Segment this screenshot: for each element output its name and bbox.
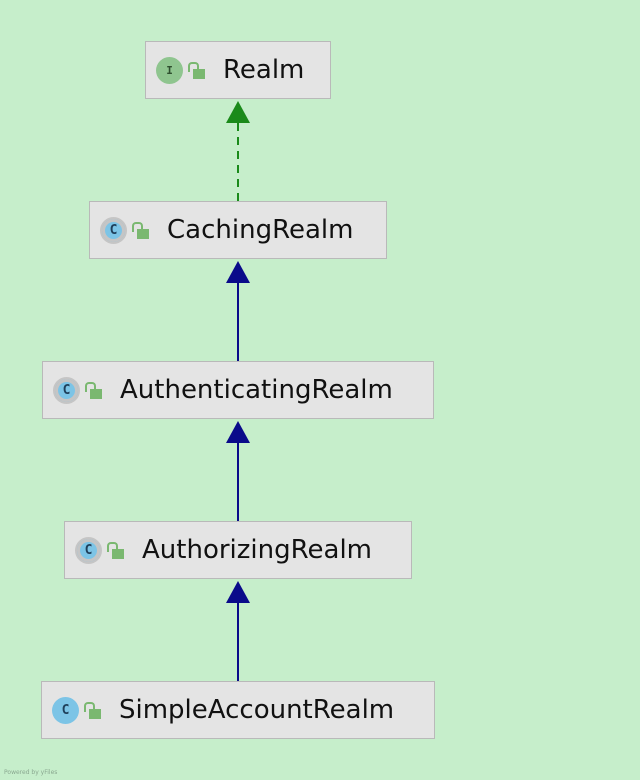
node-label: Realm — [223, 55, 305, 85]
abstract-class-icon: C — [75, 536, 102, 564]
abstract-class-icon: C — [53, 376, 80, 404]
edge-arrowhead-extends — [226, 421, 250, 443]
edge-arrowhead-extends — [226, 261, 250, 283]
node-label: SimpleAccountRealm — [119, 695, 395, 725]
class-node-simpleaccountrealm[interactable]: C SimpleAccountRealm — [41, 681, 435, 739]
class-node-authenticatingrealm[interactable]: C AuthenticatingRealm — [42, 361, 434, 419]
node-label: AuthenticatingRealm — [120, 375, 393, 405]
interface-icon: I — [156, 56, 183, 84]
edge-arrowhead-implements — [226, 101, 250, 123]
public-lock-icon — [85, 380, 102, 400]
class-icon: C — [52, 696, 79, 724]
public-lock-icon — [132, 220, 149, 240]
public-lock-icon — [84, 700, 101, 720]
edge-arrowhead-extends — [226, 581, 250, 603]
class-node-cachingrealm[interactable]: C CachingRealm — [89, 201, 387, 259]
node-label: CachingRealm — [167, 215, 354, 245]
class-node-authorizingrealm[interactable]: C AuthorizingRealm — [64, 521, 412, 579]
abstract-class-icon: C — [100, 216, 127, 244]
watermark: Powered by yFiles — [4, 769, 58, 776]
public-lock-icon — [188, 60, 205, 80]
public-lock-icon — [107, 540, 124, 560]
class-node-realm[interactable]: I Realm — [145, 41, 331, 99]
node-label: AuthorizingRealm — [142, 535, 372, 565]
